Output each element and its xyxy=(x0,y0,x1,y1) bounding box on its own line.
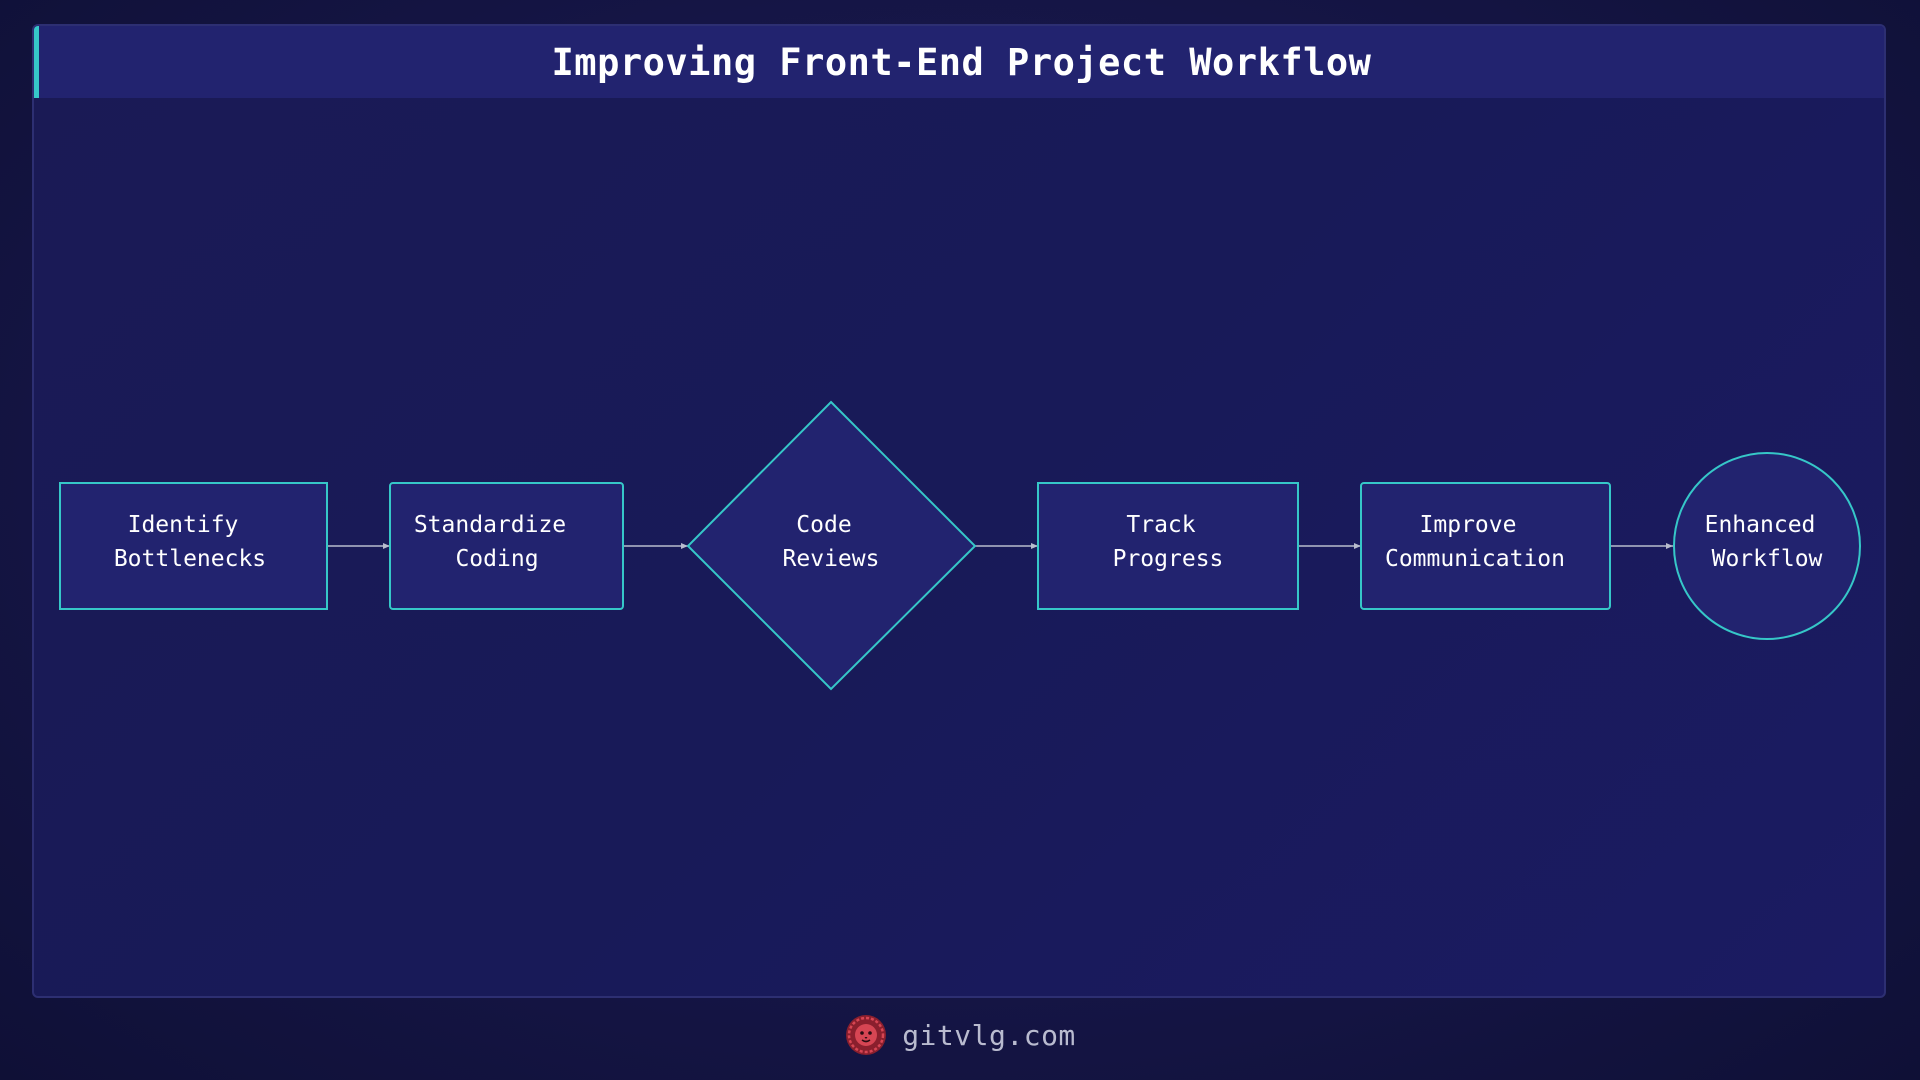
node-standardize-coding: Standardize Coding xyxy=(389,482,624,610)
node-enhanced-workflow: Enhanced Workflow xyxy=(1673,452,1861,640)
node-label-line1: Standardize xyxy=(414,512,566,538)
node-identify-bottlenecks: Identify Bottlenecks xyxy=(59,482,328,610)
node-label-line1: Enhanced xyxy=(1705,512,1816,538)
node-label-line2: Coding xyxy=(455,546,538,572)
node-label-line2: Reviews xyxy=(783,546,880,572)
node-label-line1: Identify xyxy=(128,512,239,538)
node-label-line2: Bottlenecks xyxy=(114,546,266,572)
node-label-line2: Workflow xyxy=(1712,546,1823,572)
footer: gitvlg.com xyxy=(0,1010,1920,1060)
node-label-line2: Progress xyxy=(1113,546,1224,572)
node-label-line2: Communication xyxy=(1385,546,1565,572)
diagram-title: Improving Front-End Project Workflow xyxy=(551,40,1372,84)
node-code-reviews: Code Reviews xyxy=(686,400,977,691)
node-track-progress: Track Progress xyxy=(1037,482,1299,610)
node-label-line1: Improve xyxy=(1420,512,1517,538)
node-improve-communication: Improve Communication xyxy=(1360,482,1611,610)
lion-logo-icon xyxy=(846,1015,887,1055)
footer-site-text[interactable]: gitvlg.com xyxy=(902,1018,1076,1052)
node-label-line1: Track xyxy=(1126,512,1195,538)
title-bar: Improving Front-End Project Workflow xyxy=(34,26,1884,98)
node-label-line1: Code xyxy=(796,512,851,538)
